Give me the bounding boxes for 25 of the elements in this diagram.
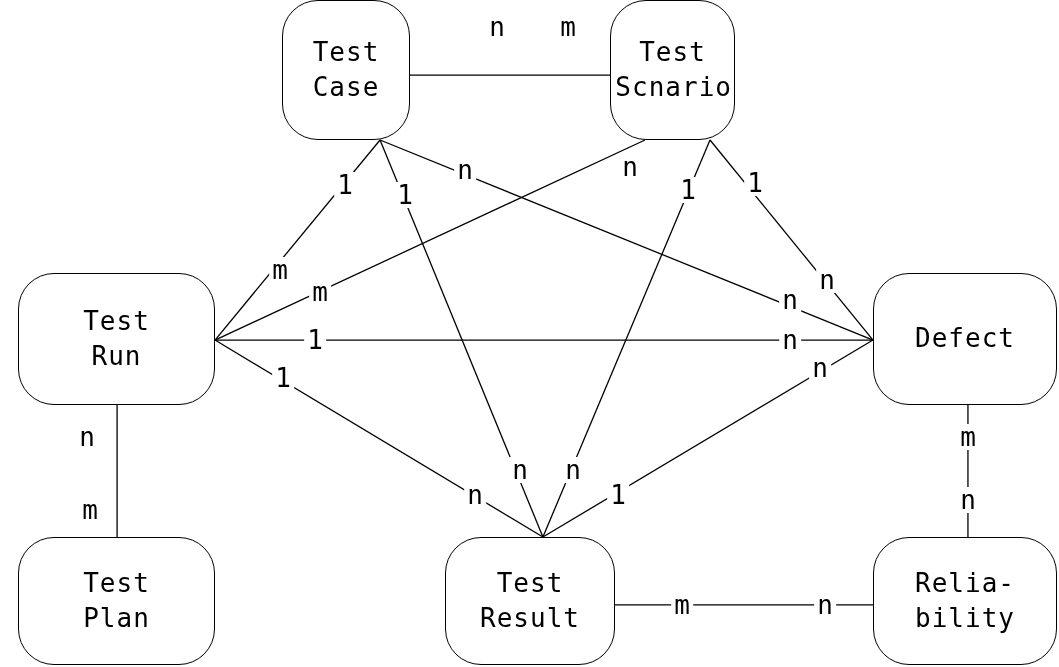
- entity-name: Test Run: [82, 304, 151, 373]
- cardinality-label: n: [816, 267, 838, 293]
- relationship-line: [214, 339, 874, 341]
- entity-name: Test Case: [311, 35, 381, 104]
- entity-name: Test Result: [479, 566, 581, 635]
- relationship-line: [116, 404, 118, 538]
- entity-box: [445, 537, 615, 665]
- relationship-line: [214, 139, 646, 341]
- entity-box: [282, 0, 410, 140]
- relationship-line: [542, 139, 711, 538]
- relationship-line: [409, 74, 611, 76]
- entity-name: Defect: [914, 322, 1016, 356]
- relationship-line: [542, 339, 874, 538]
- relationship-line: [379, 139, 544, 538]
- relationship-line: [379, 139, 874, 341]
- entity-name: Test Scnario: [615, 35, 730, 104]
- entity-box: [610, 0, 735, 140]
- entity-box: [18, 537, 215, 665]
- entity-name: Test Plan: [82, 566, 151, 635]
- entity-box: [873, 537, 1057, 665]
- entity-box: [18, 273, 215, 405]
- entity-name: Relia- bility: [914, 566, 1016, 635]
- entity-box: [873, 273, 1057, 405]
- cardinality-label: 1: [272, 365, 294, 391]
- cardinality-label: 1: [334, 172, 356, 198]
